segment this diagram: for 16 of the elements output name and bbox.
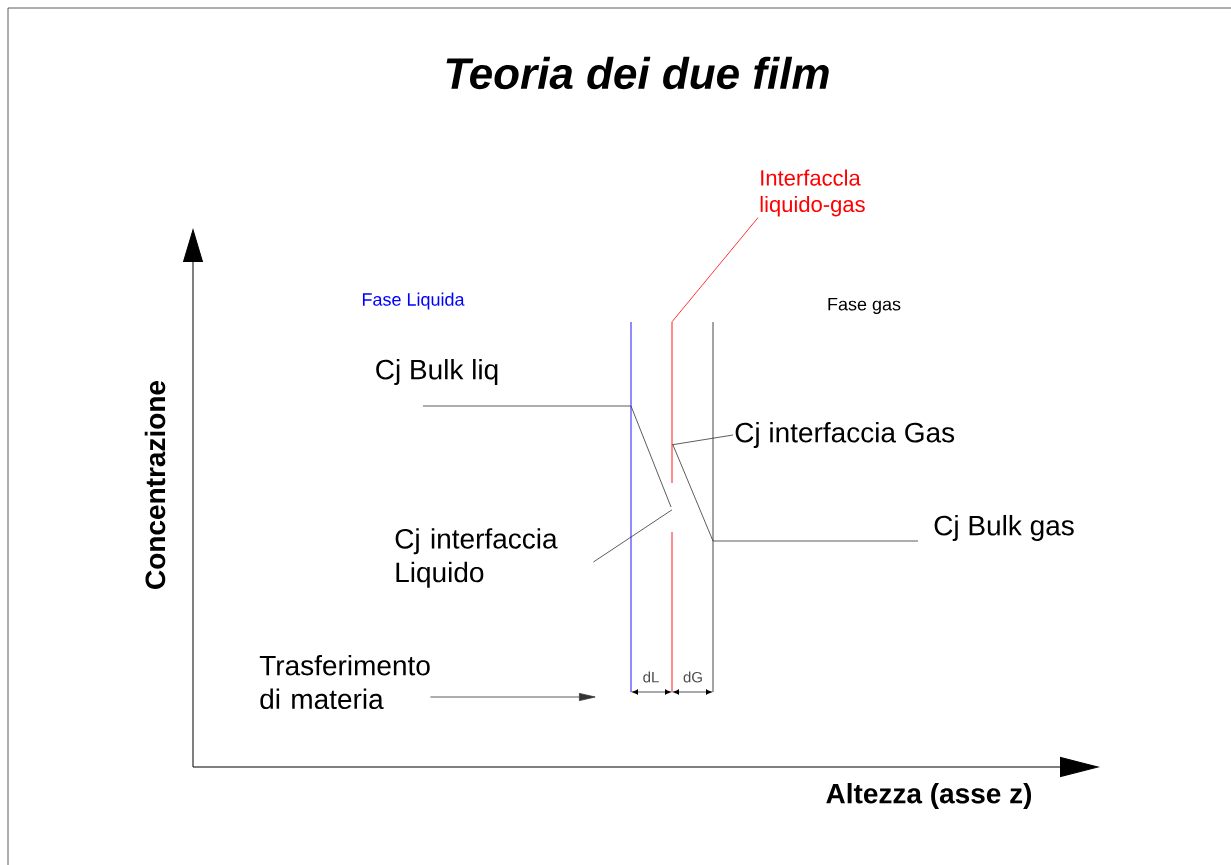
callout-label: Cj interfaccia Liquido xyxy=(395,528,558,588)
title: Teoria dei due film xyxy=(446,56,829,90)
text-label: Cj Bulk gas xyxy=(934,514,1074,542)
leader-line xyxy=(593,509,673,563)
leader-line xyxy=(671,434,734,446)
callout-label: Interfaccla liquido-gas xyxy=(760,169,865,217)
text-label: Fase Liquida xyxy=(362,292,465,310)
text-label: Altezza (asse z) xyxy=(826,782,1032,810)
leader-line xyxy=(671,217,759,323)
text-label: Fase gas xyxy=(828,297,901,315)
callout-label: Trasferimento di materia xyxy=(259,654,430,710)
text-label: Concentrazione xyxy=(144,380,166,589)
arrow xyxy=(430,693,596,701)
callout-label: Cj interfaccia Gas xyxy=(735,421,955,449)
text-label: Cj Bulk liq xyxy=(376,358,498,386)
interface-line xyxy=(671,321,673,693)
